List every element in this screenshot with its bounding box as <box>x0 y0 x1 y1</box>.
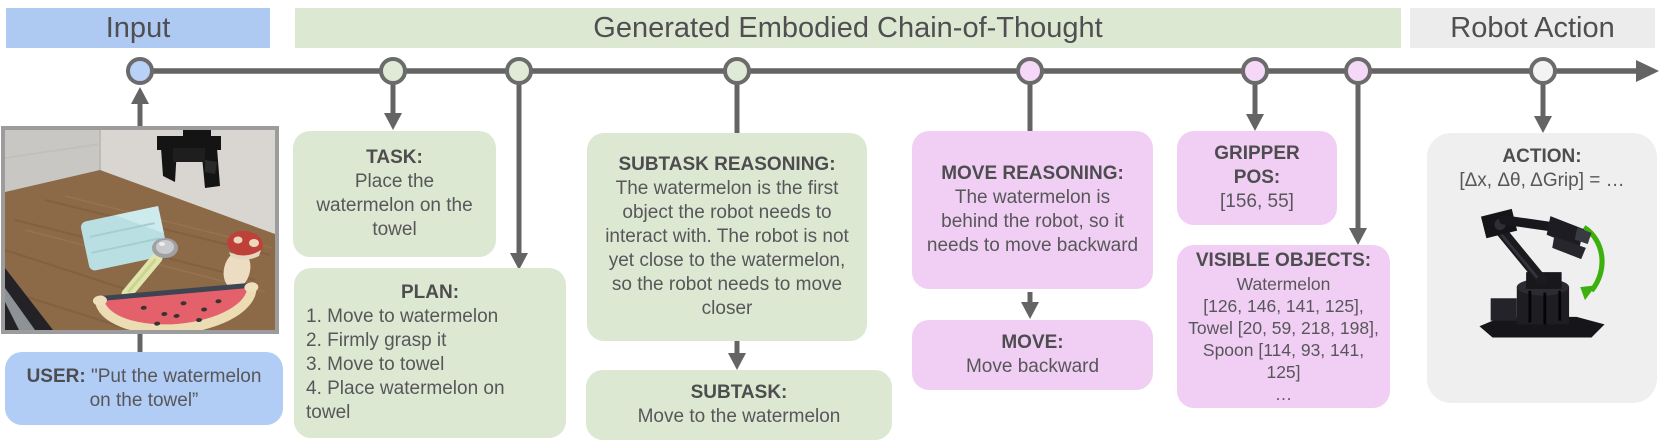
subtask-reasoning-text: The watermelon is the first object the r… <box>605 178 849 319</box>
input-camera-image <box>1 126 279 334</box>
subtask-box: SUBTASK: Move to the watermelon <box>586 370 892 440</box>
visible-objects-label: VISIBLE OBJECTS: <box>1195 249 1372 271</box>
timeline-node-task <box>379 57 407 85</box>
timeline-node-action <box>1529 57 1557 85</box>
task-label: TASK: <box>366 147 423 168</box>
gripper-pos-label: GRIPPER POS: <box>1214 143 1300 188</box>
timeline-node-move <box>1016 57 1044 85</box>
plan-box: PLAN: 1. Move to watermelon 2. Firmly gr… <box>294 268 566 438</box>
header-input-label: Input <box>105 11 171 44</box>
timeline-node-objects <box>1344 57 1372 85</box>
user-box: USER: "Put the watermelon on the towel” <box>5 352 283 425</box>
gripper-in-image <box>157 130 221 188</box>
connector-arrowheads <box>131 87 1552 370</box>
timeline-node-input <box>126 57 154 85</box>
header-robot-action-label: Robot Action <box>1450 11 1615 44</box>
visible-objects-text: Watermelon [126, 146, 141, 125], Towel [… <box>1188 273 1379 404</box>
user-label: USER: <box>26 365 86 387</box>
header-robot-action: Robot Action <box>1410 8 1655 48</box>
gripper-pos-text: [156, 55] <box>1220 191 1294 212</box>
subtask-text: Move to the watermelon <box>637 406 841 427</box>
plan-label: PLAN: <box>400 282 460 303</box>
subtask-reasoning-label: SUBTASK REASONING: <box>618 154 836 175</box>
subtask-label: SUBTASK: <box>690 382 788 403</box>
action-box: ACTION: [Δx, Δθ, ΔGrip] = … <box>1427 133 1657 403</box>
timeline-node-gripper <box>1241 57 1269 85</box>
plan-text: 1. Move to watermelon 2. Firmly grasp it… <box>306 306 505 423</box>
robot-arm <box>1479 208 1605 338</box>
header-cot-label: Generated Embodied Chain-of-Thought <box>593 11 1103 44</box>
header-input: Input <box>6 8 270 48</box>
move-reasoning-box: MOVE REASONING: The watermelon is behind… <box>912 131 1153 289</box>
move-reasoning-text: The watermelon is behind the robot, so i… <box>926 187 1139 256</box>
mushroom-toy <box>223 230 263 289</box>
watermelon-toy <box>92 282 259 330</box>
timeline-node-subtask <box>723 57 751 85</box>
task-text: Place the watermelon on the towel <box>316 171 473 240</box>
spoon <box>121 238 178 300</box>
move-reasoning-label: MOVE REASONING: <box>941 163 1124 184</box>
move-text: Move backward <box>965 356 1100 377</box>
rotation-arrow-icon <box>1580 225 1605 301</box>
move-box: MOVE: Move backward <box>912 320 1153 390</box>
camera-scene <box>5 130 275 330</box>
towel <box>80 206 168 271</box>
subtask-reasoning-box: SUBTASK REASONING: The watermelon is the… <box>587 133 867 341</box>
timeline-arrowhead-icon <box>1636 60 1659 82</box>
robot-arm-image <box>1479 208 1605 338</box>
action-label: ACTION: <box>1502 146 1582 167</box>
connector-lines <box>137 84 1546 357</box>
user-text: USER: "Put the watermelon on the towel” <box>26 365 262 411</box>
visible-objects-box: VISIBLE OBJECTS: Watermelon [126, 146, 1… <box>1177 245 1390 408</box>
action-formula: [Δx, Δθ, ΔGrip] = … <box>1459 170 1625 191</box>
timeline-node-plan <box>505 57 533 85</box>
gripper-pos-box: GRIPPER POS: [156, 55] <box>1177 131 1337 225</box>
task-box: TASK: Place the watermelon on the towel <box>293 131 496 257</box>
header-cot: Generated Embodied Chain-of-Thought <box>295 8 1401 48</box>
move-label: MOVE: <box>1001 332 1064 353</box>
